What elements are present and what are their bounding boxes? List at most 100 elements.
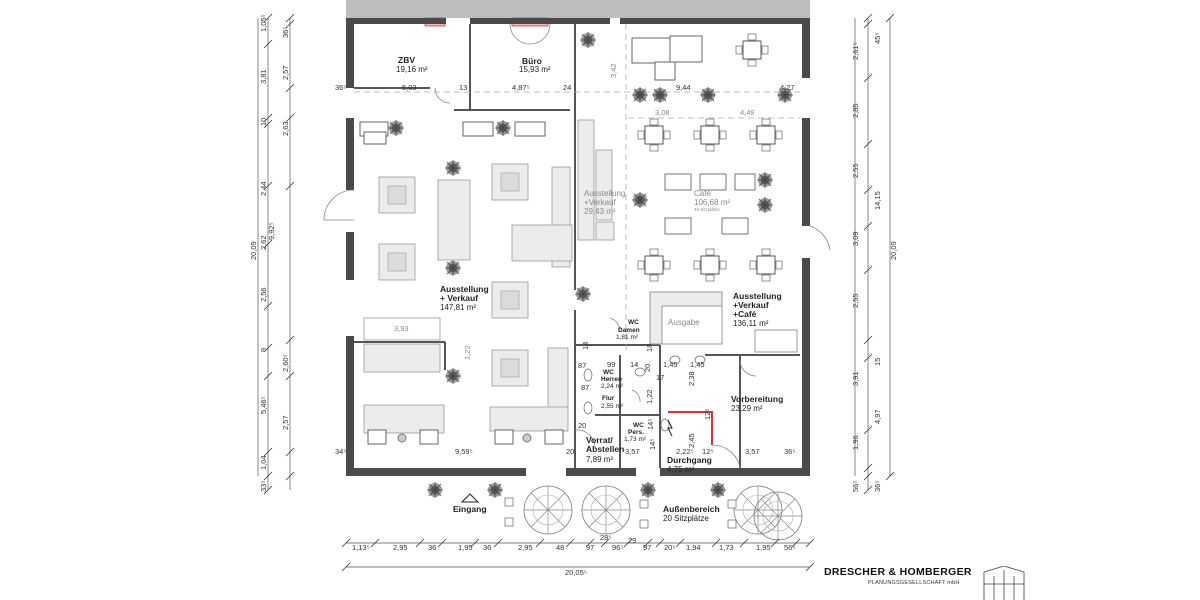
inner-dimensions: 36⁵ 5,03 13 4,87⁵ 24 9,44 4,27 3,08 4,49… [335, 63, 795, 456]
svg-text:Ausstellung: Ausstellung [440, 284, 489, 294]
svg-text:3,81: 3,81 [259, 69, 268, 84]
dimension-tick [263, 371, 273, 381]
company-subtitle: PLANUNGSGESELLSCHAFT mbH [868, 580, 960, 586]
svg-text:19,16 m²: 19,16 m² [396, 65, 428, 74]
dimension-tick [885, 471, 895, 481]
dimension-tick [285, 371, 295, 381]
dimension-tick [863, 221, 873, 231]
svg-text:2,57: 2,57 [281, 65, 290, 80]
dimension-tick [263, 181, 273, 191]
dimension-tick [863, 73, 873, 83]
svg-text:20,05⁵: 20,05⁵ [565, 568, 587, 577]
dimension-tick [263, 113, 273, 123]
cafe-tables [631, 33, 798, 353]
svg-text:1,04: 1,04 [259, 455, 268, 470]
svg-text:99: 99 [607, 360, 615, 369]
svg-text:23,29 m²: 23,29 m² [731, 404, 763, 413]
dimension-tick [285, 471, 295, 481]
dimension-tick [285, 181, 295, 191]
svg-text:36⁵: 36⁵ [873, 481, 882, 492]
svg-text:1,45: 1,45 [663, 360, 678, 369]
svg-text:12⁵: 12⁵ [702, 447, 713, 456]
svg-text:Flur: Flur [602, 395, 615, 402]
svg-text:14⁵: 14⁵ [646, 419, 655, 430]
entrance-label: Eingang [453, 504, 487, 514]
dimension-tick [863, 425, 873, 435]
svg-text:4,97: 4,97 [873, 409, 882, 424]
svg-text:20,09: 20,09 [249, 241, 258, 260]
svg-text:20: 20 [566, 447, 574, 456]
dimension-tick [805, 538, 815, 548]
company-logo-icon [983, 566, 1025, 600]
svg-text:Vorrat/: Vorrat/ [586, 435, 613, 445]
svg-text:15,93 m²: 15,93 m² [519, 65, 551, 74]
svg-text:2,95: 2,95 [518, 543, 533, 552]
svg-text:34⁵: 34⁵ [335, 447, 346, 456]
svg-text:20: 20 [578, 421, 586, 430]
svg-text:9,92⁵: 9,92⁵ [267, 222, 276, 240]
svg-text:3,93: 3,93 [394, 324, 409, 333]
svg-text:Vorbereitung: Vorbereitung [731, 394, 783, 404]
dimension-lines [257, 18, 891, 568]
dimension-tick [655, 538, 665, 548]
dimension-tick [470, 538, 480, 548]
dimension-tick [675, 538, 685, 548]
dimension-tick [863, 139, 873, 149]
dimension-tick [437, 538, 447, 548]
svg-text:2,55: 2,55 [851, 293, 860, 308]
svg-text:WC: WC [603, 369, 614, 376]
electric-symbol-icon [667, 419, 673, 437]
svg-text:Durchgang: Durchgang [667, 455, 712, 465]
svg-text:1,94: 1,94 [686, 543, 701, 552]
dimension-tick [415, 538, 425, 548]
svg-text:18: 18 [645, 344, 654, 352]
svg-text:Ausstellung: Ausstellung [584, 189, 625, 198]
svg-text:14,15: 14,15 [873, 191, 882, 210]
svg-text:2,56: 2,56 [259, 287, 268, 302]
svg-text:2,60⁵: 2,60⁵ [281, 354, 290, 372]
svg-text:36: 36 [428, 543, 436, 552]
svg-text:96⁵: 96⁵ [612, 543, 623, 552]
svg-text:9: 9 [259, 348, 268, 352]
svg-text:1,13⁵: 1,13⁵ [352, 543, 370, 552]
svg-text:56⁵: 56⁵ [851, 481, 860, 492]
room-flur: Flur 2,55 m² [601, 395, 624, 410]
svg-text:36⁵: 36⁵ [784, 447, 795, 456]
svg-text:2,38: 2,38 [687, 371, 696, 386]
svg-text:20 Sitzplätze: 20 Sitzplätze [663, 514, 709, 523]
svg-text:3,42: 3,42 [609, 63, 618, 78]
svg-text:Büro: Büro [522, 56, 542, 66]
svg-text:36⁵: 36⁵ [335, 83, 346, 92]
svg-text:136,11 m²: 136,11 m² [733, 319, 769, 328]
svg-text:+Verkauf: +Verkauf [584, 198, 617, 207]
svg-text:9,59⁵: 9,59⁵ [455, 447, 473, 456]
svg-text:+Café: +Café [733, 309, 757, 319]
right-dimensions: 45⁵ 14,15 15 4,97 36⁵ 2,61⁵ 2,85 2,55 3,… [851, 33, 898, 492]
dimension-tick [263, 301, 273, 311]
fire-door-marker [668, 411, 713, 445]
doors [323, 23, 831, 449]
dimension-tick [263, 471, 273, 481]
svg-text:Pers.: Pers. [628, 429, 644, 436]
svg-text:56⁵: 56⁵ [784, 543, 795, 552]
svg-text:106,68 m²: 106,68 m² [694, 198, 730, 207]
svg-text:2,45: 2,45 [687, 433, 696, 448]
svg-text:87: 87 [581, 383, 589, 392]
svg-text:2,61⁵: 2,61⁵ [851, 42, 860, 60]
dimension-tick [863, 335, 873, 345]
dashed-lines [354, 24, 802, 350]
dimension-tick [263, 485, 273, 495]
svg-text:WC: WC [628, 319, 639, 326]
dimension-tick [535, 538, 545, 548]
svg-text:2,44: 2,44 [259, 181, 268, 196]
room-zbv: ZBV 19,16 m² [396, 55, 428, 74]
svg-text:1,05⁵: 1,05⁵ [259, 14, 268, 32]
svg-text:28⁵: 28⁵ [600, 533, 611, 542]
dimension-tick [263, 343, 273, 353]
svg-text:20⁵: 20⁵ [664, 543, 675, 552]
dimension-tick [863, 185, 873, 195]
svg-text:2,63: 2,63 [281, 121, 290, 136]
dimension-tick [643, 538, 653, 548]
dimension-tick [805, 562, 815, 572]
